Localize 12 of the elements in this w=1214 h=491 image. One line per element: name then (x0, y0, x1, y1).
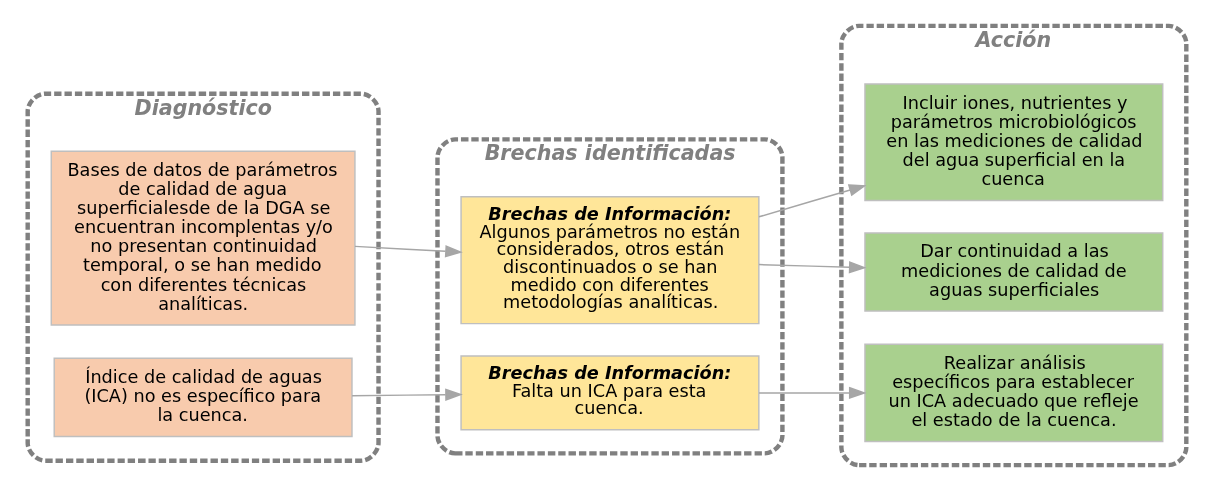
arrow (758, 386, 867, 400)
node-box: Brechas de Información: Algunos parámetros no están considerados, otros están discontinuados o se han medido con diferentes metodologías analíticas. (460, 196, 760, 325)
arrow (351, 388, 463, 401)
node-box: Realizar análisis específicos para establecer un ICA adecuado que refleje el estado de la cuenca. (864, 343, 1164, 443)
arrow (758, 261, 867, 274)
arrow (758, 184, 867, 218)
node-box: Dar continuidad a las mediciones de calidad de aguas superficiales (864, 232, 1164, 312)
node-box: Incluir iones, nutrientes y parámetros microbiológicos en las mediciones de calidad del agua superficial en la cuenca (864, 83, 1164, 202)
node-box: Índice de calidad de aguas (ICA) no es específico para la cuenca. (53, 357, 353, 438)
node-box: Bases de datos de parámetros de calidad de agua superficialesde de la DGA se encuentran incomplentas y/o no presentan continuidad temporal, o se han medido con diferentes técnicas analíticas. (50, 150, 356, 326)
node-box: Brechas de Información: Falta un ICA para esta cuenca. (460, 355, 760, 431)
arrow (354, 245, 463, 258)
